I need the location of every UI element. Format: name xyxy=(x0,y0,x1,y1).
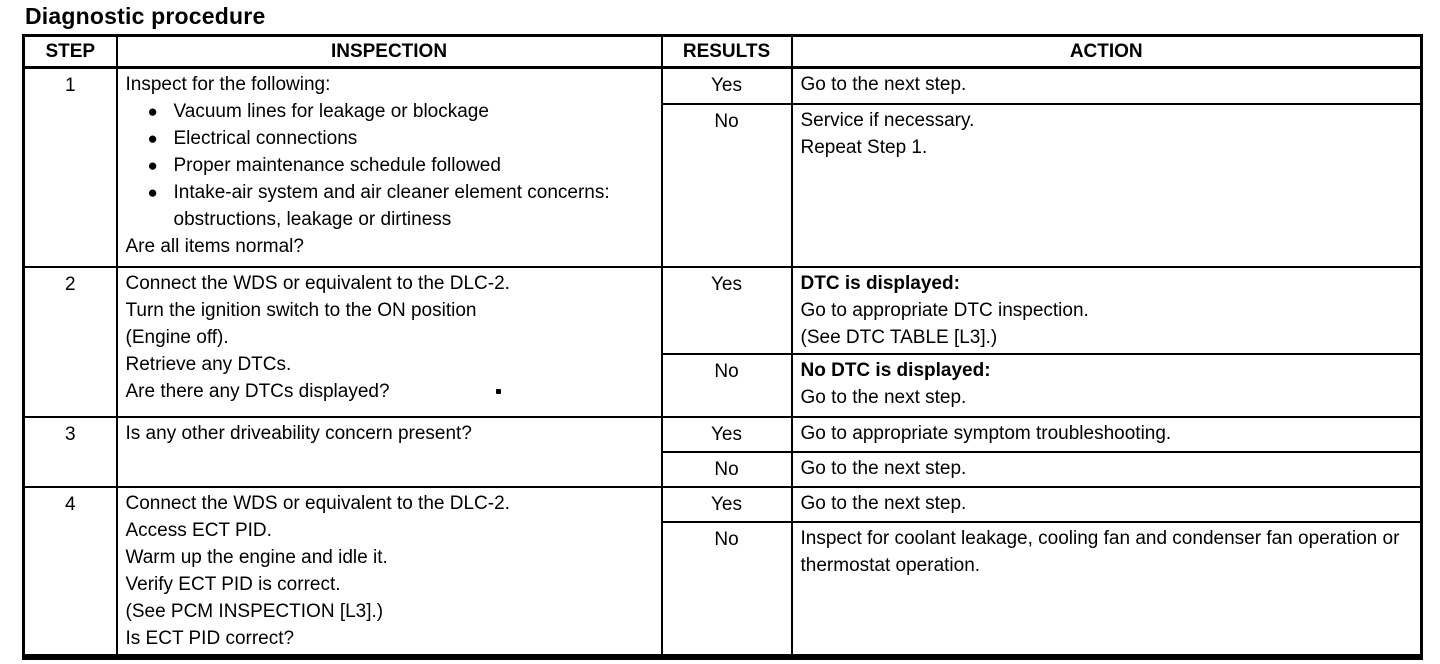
step-4-number: 4 xyxy=(22,485,118,658)
page-title: Diagnostic procedure xyxy=(25,3,266,29)
step-3-result-yes: Yes xyxy=(660,415,793,453)
col-header-step: STEP xyxy=(22,34,118,69)
bullet-text: Proper maintenance schedule followed xyxy=(173,155,501,176)
bullet-icon: ● xyxy=(147,183,158,202)
step-3-result-no: No xyxy=(660,450,793,488)
step-2-inspection: Connect the WDS or equivalent to the DLC… xyxy=(115,265,663,418)
step-2-number: 2 xyxy=(22,265,118,418)
table-row: No Go to the next step. xyxy=(24,450,1423,488)
col-header-action: ACTION xyxy=(790,34,1423,69)
step-2-result-yes: Yes xyxy=(660,265,793,355)
bullet-text: Vacuum lines for leakage or blockage xyxy=(173,101,489,122)
diagnostic-procedure-table: STEP INSPECTION RESULTS ACTION 1 Inspect… xyxy=(22,34,1423,660)
step-2-action-yes: DTC is displayed: Go to appropriate DTC … xyxy=(790,265,1423,355)
step-1-inspection: Inspect for the following: ● Vacuum line… xyxy=(115,66,663,268)
table-header-row: STEP INSPECTION RESULTS ACTION xyxy=(22,34,1423,69)
action-text: Go to appropriate DTC inspection. (See D… xyxy=(800,299,1089,348)
step-4-action-no: Inspect for coolant leakage, cooling fan… xyxy=(790,521,1423,658)
bullet-text: Intake-air system and air cleaner elemen… xyxy=(173,182,610,230)
step-1-action-no: Service if necessary. Repeat Step 1. xyxy=(790,102,1423,268)
step-4-action-yes: Go to the next step. xyxy=(790,485,1423,524)
inspection-bullet: ● Intake-air system and air cleaner elem… xyxy=(148,179,653,233)
bullet-icon: ● xyxy=(147,129,158,148)
step-1-result-no: No xyxy=(660,102,793,268)
inspection-intro: Inspect for the following: xyxy=(125,74,331,95)
step-1-result-yes: Yes xyxy=(660,66,793,105)
bullet-icon: ● xyxy=(147,156,158,175)
table-row: No No DTC is displayed: Go to the next s… xyxy=(24,352,1423,418)
inspection-bullet: ● Vacuum lines for leakage or blockage xyxy=(148,98,653,125)
step-3-action-yes: Go to appropriate symptom troubleshootin… xyxy=(790,415,1423,453)
table-row: No Service if necessary. Repeat Step 1. xyxy=(24,102,1423,268)
step-4-result-yes: Yes xyxy=(660,485,793,524)
inspection-question: Are all items normal? xyxy=(125,236,304,257)
step-1-number: 1 xyxy=(22,66,118,268)
table-row: 3 Is any other driveability concern pres… xyxy=(22,415,1423,488)
step-2-action-no: No DTC is displayed: Go to the next step… xyxy=(790,352,1423,418)
bullet-icon: ● xyxy=(147,102,158,121)
step-2-result-no: No xyxy=(660,352,793,418)
step-3-number: 3 xyxy=(22,415,118,488)
col-header-results: RESULTS xyxy=(660,34,793,69)
scan-artifact-dot xyxy=(495,388,501,394)
inspection-bullet: ● Proper maintenance schedule followed xyxy=(148,152,653,179)
table-row: 1 Inspect for the following: ● Vacuum li… xyxy=(22,66,1423,268)
step-1-action-yes: Go to the next step. xyxy=(790,66,1423,105)
step-4-result-no: No xyxy=(660,521,793,658)
step-4-inspection: Connect the WDS or equivalent to the DLC… xyxy=(115,485,663,658)
inspection-text: Connect the WDS or equivalent to the DLC… xyxy=(125,492,510,649)
table-row: 4 Connect the WDS or equivalent to the D… xyxy=(22,485,1423,658)
action-text: Go to the next step. xyxy=(800,386,967,408)
col-header-inspection: INSPECTION xyxy=(115,34,663,69)
inspection-bullet: ● Electrical connections xyxy=(148,125,653,152)
action-bold-lead: DTC is displayed: xyxy=(800,272,960,294)
table-row: 2 Connect the WDS or equivalent to the D… xyxy=(22,265,1423,418)
bullet-text: Electrical connections xyxy=(173,128,358,149)
table-row: No Inspect for coolant leakage, cooling … xyxy=(24,521,1423,658)
step-3-action-no: Go to the next step. xyxy=(790,450,1423,488)
inspection-text: Connect the WDS or equivalent to the DLC… xyxy=(125,272,510,402)
action-bold-lead: No DTC is displayed: xyxy=(800,359,991,381)
step-3-inspection: Is any other driveability concern presen… xyxy=(115,415,663,488)
